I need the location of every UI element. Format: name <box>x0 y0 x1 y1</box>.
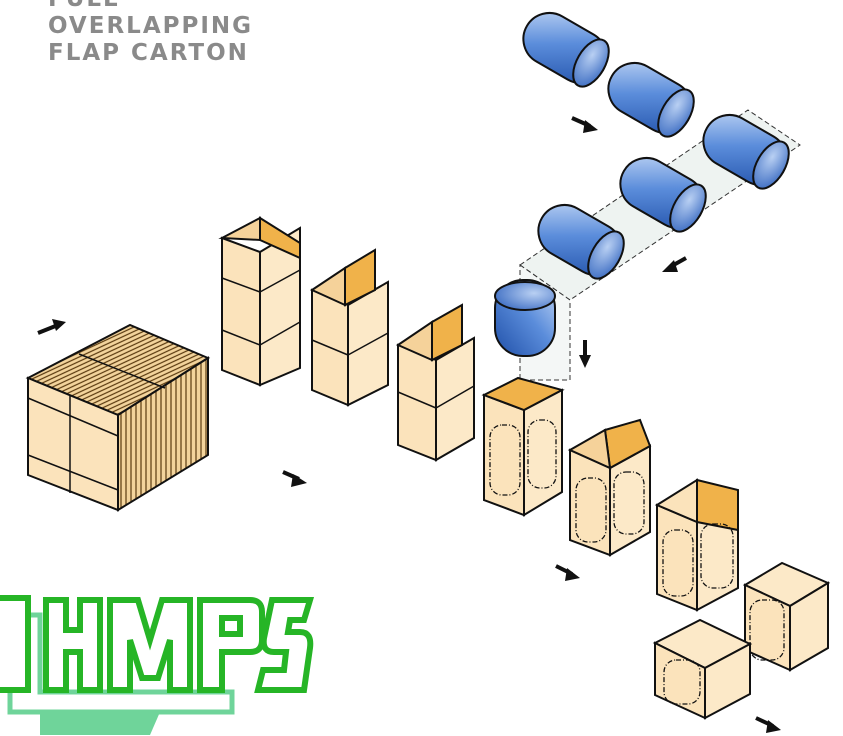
carton-loading-2 <box>567 418 652 557</box>
carton-open-1 <box>309 248 389 407</box>
carton-loading-3 <box>654 478 739 612</box>
product-4 <box>619 157 707 233</box>
direction-arrow-icon <box>571 116 598 133</box>
carton-loading-1 <box>481 376 565 517</box>
title-line-3: FLAP CARTON <box>48 40 249 66</box>
title-line-1: FULL <box>48 0 253 13</box>
direction-arrow-icon <box>755 716 781 733</box>
product-3 <box>702 114 790 190</box>
title-line-2: OVERLAPPING <box>48 13 254 39</box>
hmps-logo <box>0 595 315 735</box>
direction-arrow-icon <box>282 470 307 487</box>
carton-blank-stack <box>25 323 211 512</box>
diagram-title: FULL OVERLAPPING FLAP CARTON <box>48 0 253 67</box>
carton-open-2 <box>395 303 475 462</box>
product-2 <box>607 62 695 138</box>
product-1 <box>522 12 610 88</box>
product-5 <box>537 204 625 280</box>
product-stream <box>494 12 790 357</box>
product-dropping <box>494 279 556 357</box>
carton-closed-1 <box>742 561 831 672</box>
direction-arrow-icon <box>555 564 580 581</box>
carton-erecting <box>218 216 301 387</box>
carton-closed-2 <box>652 618 753 720</box>
direction-arrow-icon <box>37 319 66 335</box>
direction-arrow-icon <box>579 340 591 368</box>
direction-arrow-icon <box>662 256 687 272</box>
